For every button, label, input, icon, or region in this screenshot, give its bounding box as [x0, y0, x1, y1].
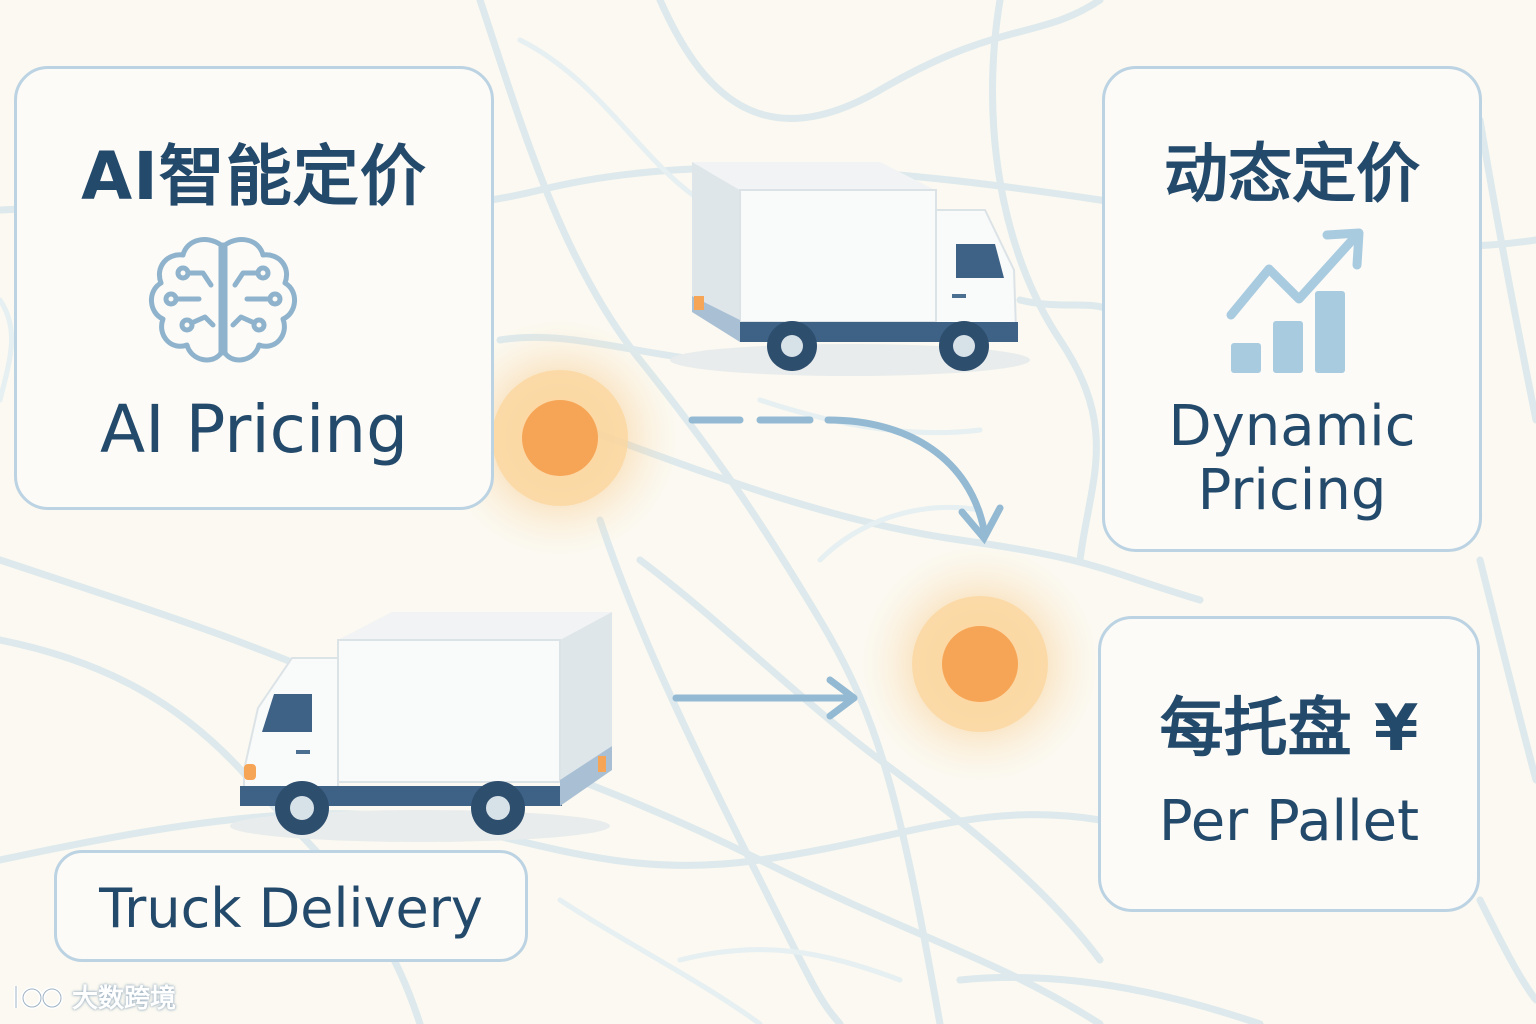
dashed-route-arrow: [688, 416, 1004, 545]
watermark-logo-icon: [14, 985, 63, 1009]
ai-pricing-card: AI智能定价 AI Pricing: [14, 66, 494, 510]
per-pallet-card: 每托盘 ¥ Per Pallet: [1098, 616, 1480, 912]
ai-pricing-title-cn: AI智能定价: [81, 138, 427, 215]
dynamic-pricing-title-cn: 动态定价: [1164, 138, 1420, 212]
watermark-text: 大数跨境: [72, 984, 177, 1014]
truck-delivery-label: Truck Delivery: [54, 850, 528, 962]
delivery-truck-bottom: [230, 612, 612, 842]
per-pallet-title-en: Per Pallet: [1158, 789, 1420, 854]
dynamic-pricing-title-en: Dynamic Pricing: [1168, 394, 1416, 523]
ai-pricing-title-en: AI Pricing: [99, 391, 409, 468]
location-marker-origin: [442, 320, 678, 556]
per-pallet-title-cn: 每托盘 ¥: [1159, 692, 1419, 766]
delivery-truck-top: [670, 162, 1030, 376]
truck-delivery-text: Truck Delivery: [99, 877, 483, 940]
location-marker-destination: [862, 546, 1098, 782]
brain-circuit-icon: [143, 233, 303, 373]
solid-route-arrow: [672, 676, 858, 720]
watermark: 大数跨境: [10, 978, 176, 1015]
dynamic-pricing-card: 动态定价 Dynamic Pricing: [1102, 66, 1482, 552]
rising-bar-chart-icon: [1223, 225, 1373, 379]
